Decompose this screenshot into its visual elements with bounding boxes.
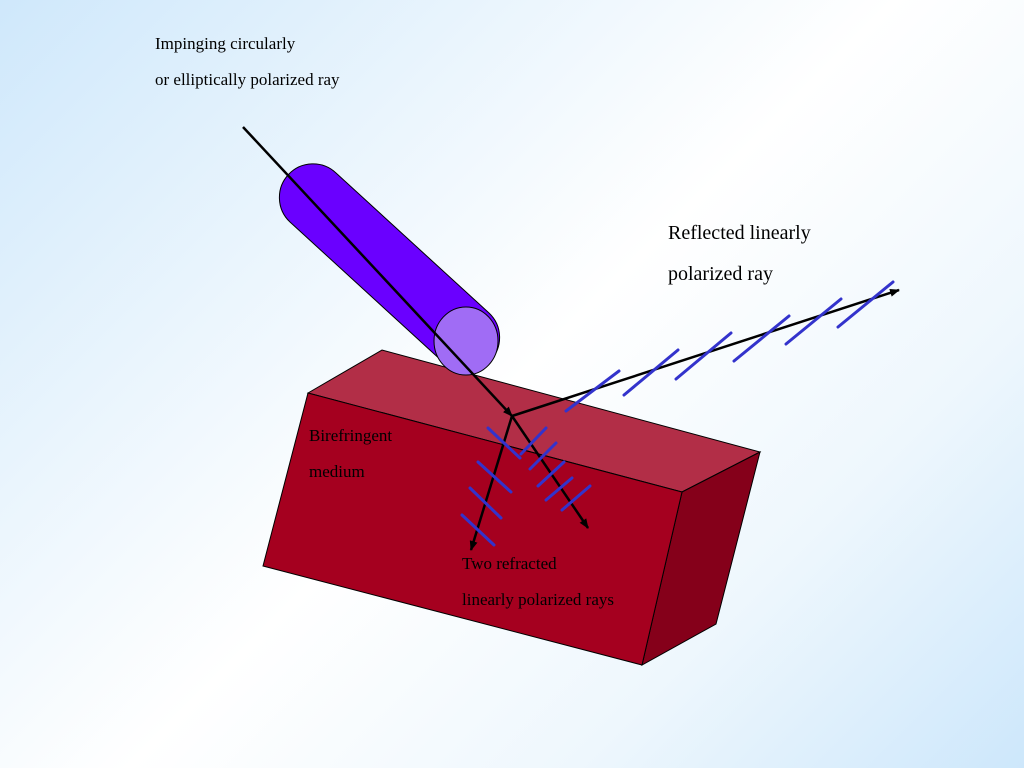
polarization-mark: [536, 460, 566, 488]
incident-ray: [242, 126, 513, 417]
polarization-mark: [674, 331, 733, 381]
polarization-mark: [836, 280, 895, 329]
reflected-polarization-marks: [564, 280, 895, 413]
polarization-mark: [528, 441, 558, 471]
reflected-ray-label-line2: polarized ray: [668, 263, 773, 285]
polarization-mark: [476, 460, 513, 494]
polarization-mark: [468, 486, 503, 520]
polarization-mark: [732, 314, 791, 363]
refracted-rays-label-line1: Two refracted: [462, 554, 557, 573]
impinging-ray-label-line2: or elliptically polarized ray: [155, 70, 340, 89]
polarization-mark: [622, 348, 680, 397]
medium-label-line2: medium: [309, 462, 365, 481]
polarization-mark: [544, 476, 574, 502]
cylinder-end-cap: [433, 306, 499, 376]
polarization-mark: [519, 426, 548, 456]
impinging-ray-label-line1: Impinging circularly: [155, 34, 296, 53]
refracted-rays-label-line2: linearly polarized rays: [462, 590, 614, 609]
polarization-cylinder: [278, 163, 501, 376]
birefringent-block: [262, 349, 762, 666]
extraordinary-ray-polarization-marks: [519, 426, 592, 512]
medium-label-line1: Birefringent: [309, 426, 393, 445]
ordinary-ray-polarization-marks: [460, 426, 522, 547]
block-front-face: [262, 392, 683, 666]
polarization-mark: [460, 513, 496, 547]
refracted-ray-ordinary: [469, 415, 514, 551]
reflected-ray-label-line1: Reflected linearly: [668, 222, 811, 244]
refracted-ray-extraordinary: [510, 415, 590, 529]
polarization-mark: [486, 426, 522, 460]
polarization-mark: [560, 484, 592, 512]
polarization-mark: [564, 369, 621, 413]
polarization-mark: [784, 297, 843, 346]
